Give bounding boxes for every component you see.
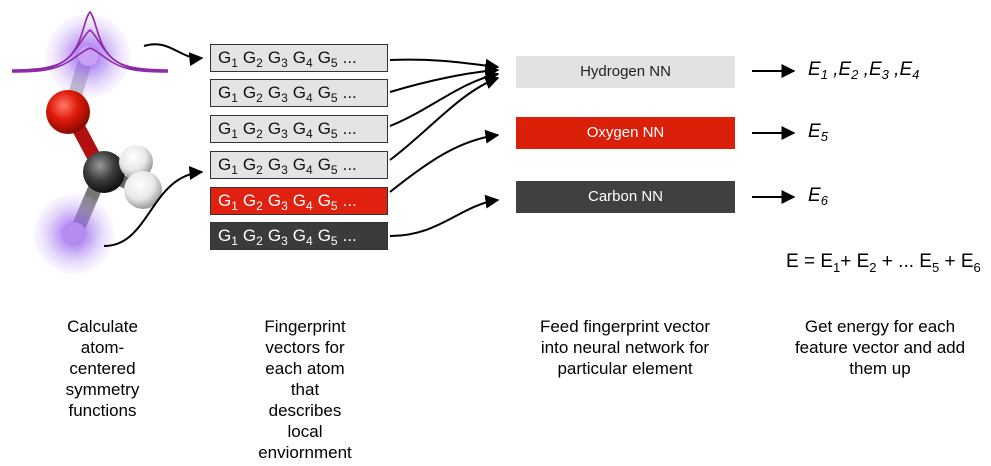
caption-line: into neural network for (540, 338, 710, 357)
symmetry-function: G4 (292, 155, 313, 177)
symmetry-function: G3 (267, 83, 288, 105)
symmetry-function: G3 (267, 119, 288, 141)
caption-line: local (287, 422, 323, 441)
sum-term: + E6 (939, 251, 981, 275)
arrows-nn-to-energy (752, 64, 796, 204)
energy-term: E4 (899, 59, 920, 82)
carbon-atom (83, 151, 125, 193)
total-energy-equation: E = E1+ E2 + ... E5 + E6 (786, 251, 981, 275)
caption-line: atom- (80, 338, 125, 357)
symmetry-function: G5 (317, 119, 338, 141)
oxygen-nn: Oxygen NN (516, 117, 735, 149)
caption-line: Calculate (67, 317, 138, 336)
symmetry-function: G4 (292, 48, 313, 70)
ellipsis: ... (342, 48, 357, 67)
hydrogen-atom-right-front (124, 171, 162, 209)
symmetry-function: G5 (317, 48, 338, 70)
symmetry-function: G5 (317, 191, 338, 213)
ellipsis: ... (342, 119, 357, 138)
energy-term: E2 , (838, 59, 869, 82)
energy-term: E6 (808, 185, 828, 208)
symmetry-function: G5 (317, 226, 338, 248)
caption-line: that (290, 380, 320, 399)
symmetry-function: G2 (242, 155, 263, 177)
hydrogen-energy-output: E1 ,E2 ,E3 ,E4 (808, 59, 919, 82)
sum-term: E = E1 (786, 251, 841, 275)
caption-step2: Fingerprint vectors for each atom that descr… (235, 316, 375, 463)
symmetry-function: G4 (292, 191, 313, 213)
caption-line: each atom (265, 359, 345, 378)
symmetry-function: G1 (218, 119, 238, 141)
caption-line: Feed fingerprint vector (539, 317, 711, 336)
symmetry-function: G3 (267, 155, 288, 177)
gaussian-curves-icon (11, 10, 169, 73)
symmetry-function: G5 (317, 155, 338, 177)
oxygen-atom (46, 90, 90, 134)
energy-term: E1 , (808, 59, 839, 82)
ellipsis: ... (342, 191, 357, 210)
symmetry-function: G1 (218, 83, 238, 105)
symmetry-function: G3 (267, 226, 288, 248)
symmetry-function: G2 (242, 83, 263, 105)
caption-line: enviornment (258, 443, 352, 462)
carbon-energy-output: E6 (808, 185, 828, 208)
caption-line: Get energy for each (804, 317, 956, 336)
oxygen-energy-output: E5 (808, 121, 828, 144)
energy-term: E3 , (868, 59, 900, 82)
symmetry-function: G5 (317, 83, 338, 105)
caption-line: functions (68, 401, 137, 420)
symmetry-function: G4 (292, 226, 313, 248)
symmetry-function: G2 (242, 119, 263, 141)
symmetry-function: G4 (292, 83, 313, 105)
caption-line: particular element (557, 359, 693, 378)
arrow-atom-bottom-to-fingerprint (103, 166, 204, 247)
caption-line: vectors for (265, 338, 345, 357)
caption-step1: Calculate atom-centered symmetry functions (30, 316, 175, 421)
ellipsis: ... (342, 83, 357, 102)
hydrogen-atom-bottom (62, 222, 86, 246)
symmetry-function: G2 (242, 191, 263, 213)
hydrogen-atom-right-back (119, 145, 153, 179)
arrows-fingerprint-to-nn (389, 58, 500, 237)
caption-line: centered (69, 359, 136, 378)
caption-step4: Get energy for each feature vector and ad… (770, 316, 990, 379)
ellipsis: ... (342, 155, 357, 174)
symmetry-function: G1 (218, 191, 238, 213)
hydrogen-nn: Hydrogen NN (516, 56, 735, 88)
caption-line: them up (849, 359, 911, 378)
carbon-nn: Carbon NN (516, 181, 735, 213)
caption-step3: Feed fingerprint vector into neural netwo… (505, 316, 745, 379)
sum-term: + ... E5 (876, 251, 940, 275)
symmetry-function: G4 (292, 119, 313, 141)
ellipsis: ... (342, 226, 357, 245)
symmetry-function: G3 (267, 48, 288, 70)
arrow-atom-top-to-fingerprint (143, 43, 204, 67)
symmetry-function: G1 (218, 226, 238, 248)
symmetry-function: G2 (242, 48, 263, 70)
symmetry-function: G2 (242, 226, 263, 248)
symmetry-function: G3 (267, 191, 288, 213)
caption-line: Fingerprint (264, 317, 346, 336)
sum-term: + E2 (840, 251, 877, 275)
symmetry-function: G1 (218, 155, 238, 177)
energy-term: E5 (808, 121, 828, 144)
caption-line: symmetry (65, 380, 140, 399)
caption-line: describes (268, 401, 342, 420)
symmetry-function: G1 (218, 48, 238, 70)
caption-line: feature vector and add (794, 338, 966, 357)
